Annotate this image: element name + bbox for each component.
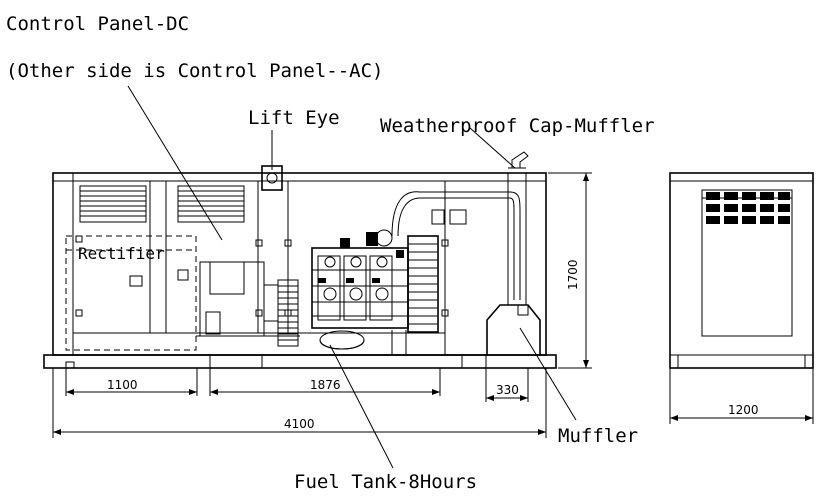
lift-eye-label: Lift Eye bbox=[248, 107, 340, 129]
lift-eye bbox=[261, 165, 283, 191]
genset-end-view: 1200 bbox=[669, 172, 814, 424]
other-side-label: (Other side is Control Panel--AC) bbox=[6, 60, 384, 82]
alternator bbox=[196, 261, 300, 337]
control-panel-label: Control Panel-DC bbox=[6, 13, 189, 35]
dim-1100: 1100 bbox=[107, 378, 138, 392]
radiator bbox=[407, 209, 467, 333]
dim-1200: 1200 bbox=[728, 403, 759, 417]
dim-330: 330 bbox=[496, 383, 519, 397]
engine-fins bbox=[277, 279, 299, 347]
control-panel-leader bbox=[127, 85, 223, 241]
muffler-leader bbox=[519, 327, 577, 421]
end-view-door bbox=[701, 189, 793, 337]
fuel-tank-label: Fuel Tank-8Hours bbox=[294, 471, 477, 493]
end-view-outline bbox=[669, 172, 814, 369]
dimension-lines: 1700 1100 1876 330 4100 bbox=[52, 172, 592, 438]
muffler-label: Muffler bbox=[558, 425, 638, 447]
height-dimension: 1700 bbox=[566, 259, 580, 290]
weatherproof-cap-leader bbox=[469, 127, 516, 169]
dim-4100: 4100 bbox=[284, 417, 315, 431]
louver-left bbox=[79, 185, 147, 223]
dim-1876: 1876 bbox=[310, 378, 341, 392]
fuel-tank-leader bbox=[329, 344, 394, 469]
weatherproof-cap-label: Weatherproof Cap-Muffler bbox=[380, 115, 655, 137]
end-view-louvers bbox=[706, 192, 790, 224]
rectifier-box bbox=[65, 235, 197, 351]
rectifier-label: Rectifier bbox=[78, 244, 165, 263]
leader-lines bbox=[127, 85, 577, 469]
muffler bbox=[486, 151, 541, 355]
genset-side-view bbox=[43, 151, 557, 369]
canopy-outline bbox=[52, 172, 547, 356]
louver-right bbox=[177, 185, 245, 223]
engine-block bbox=[311, 191, 521, 350]
base-frame bbox=[43, 330, 557, 369]
